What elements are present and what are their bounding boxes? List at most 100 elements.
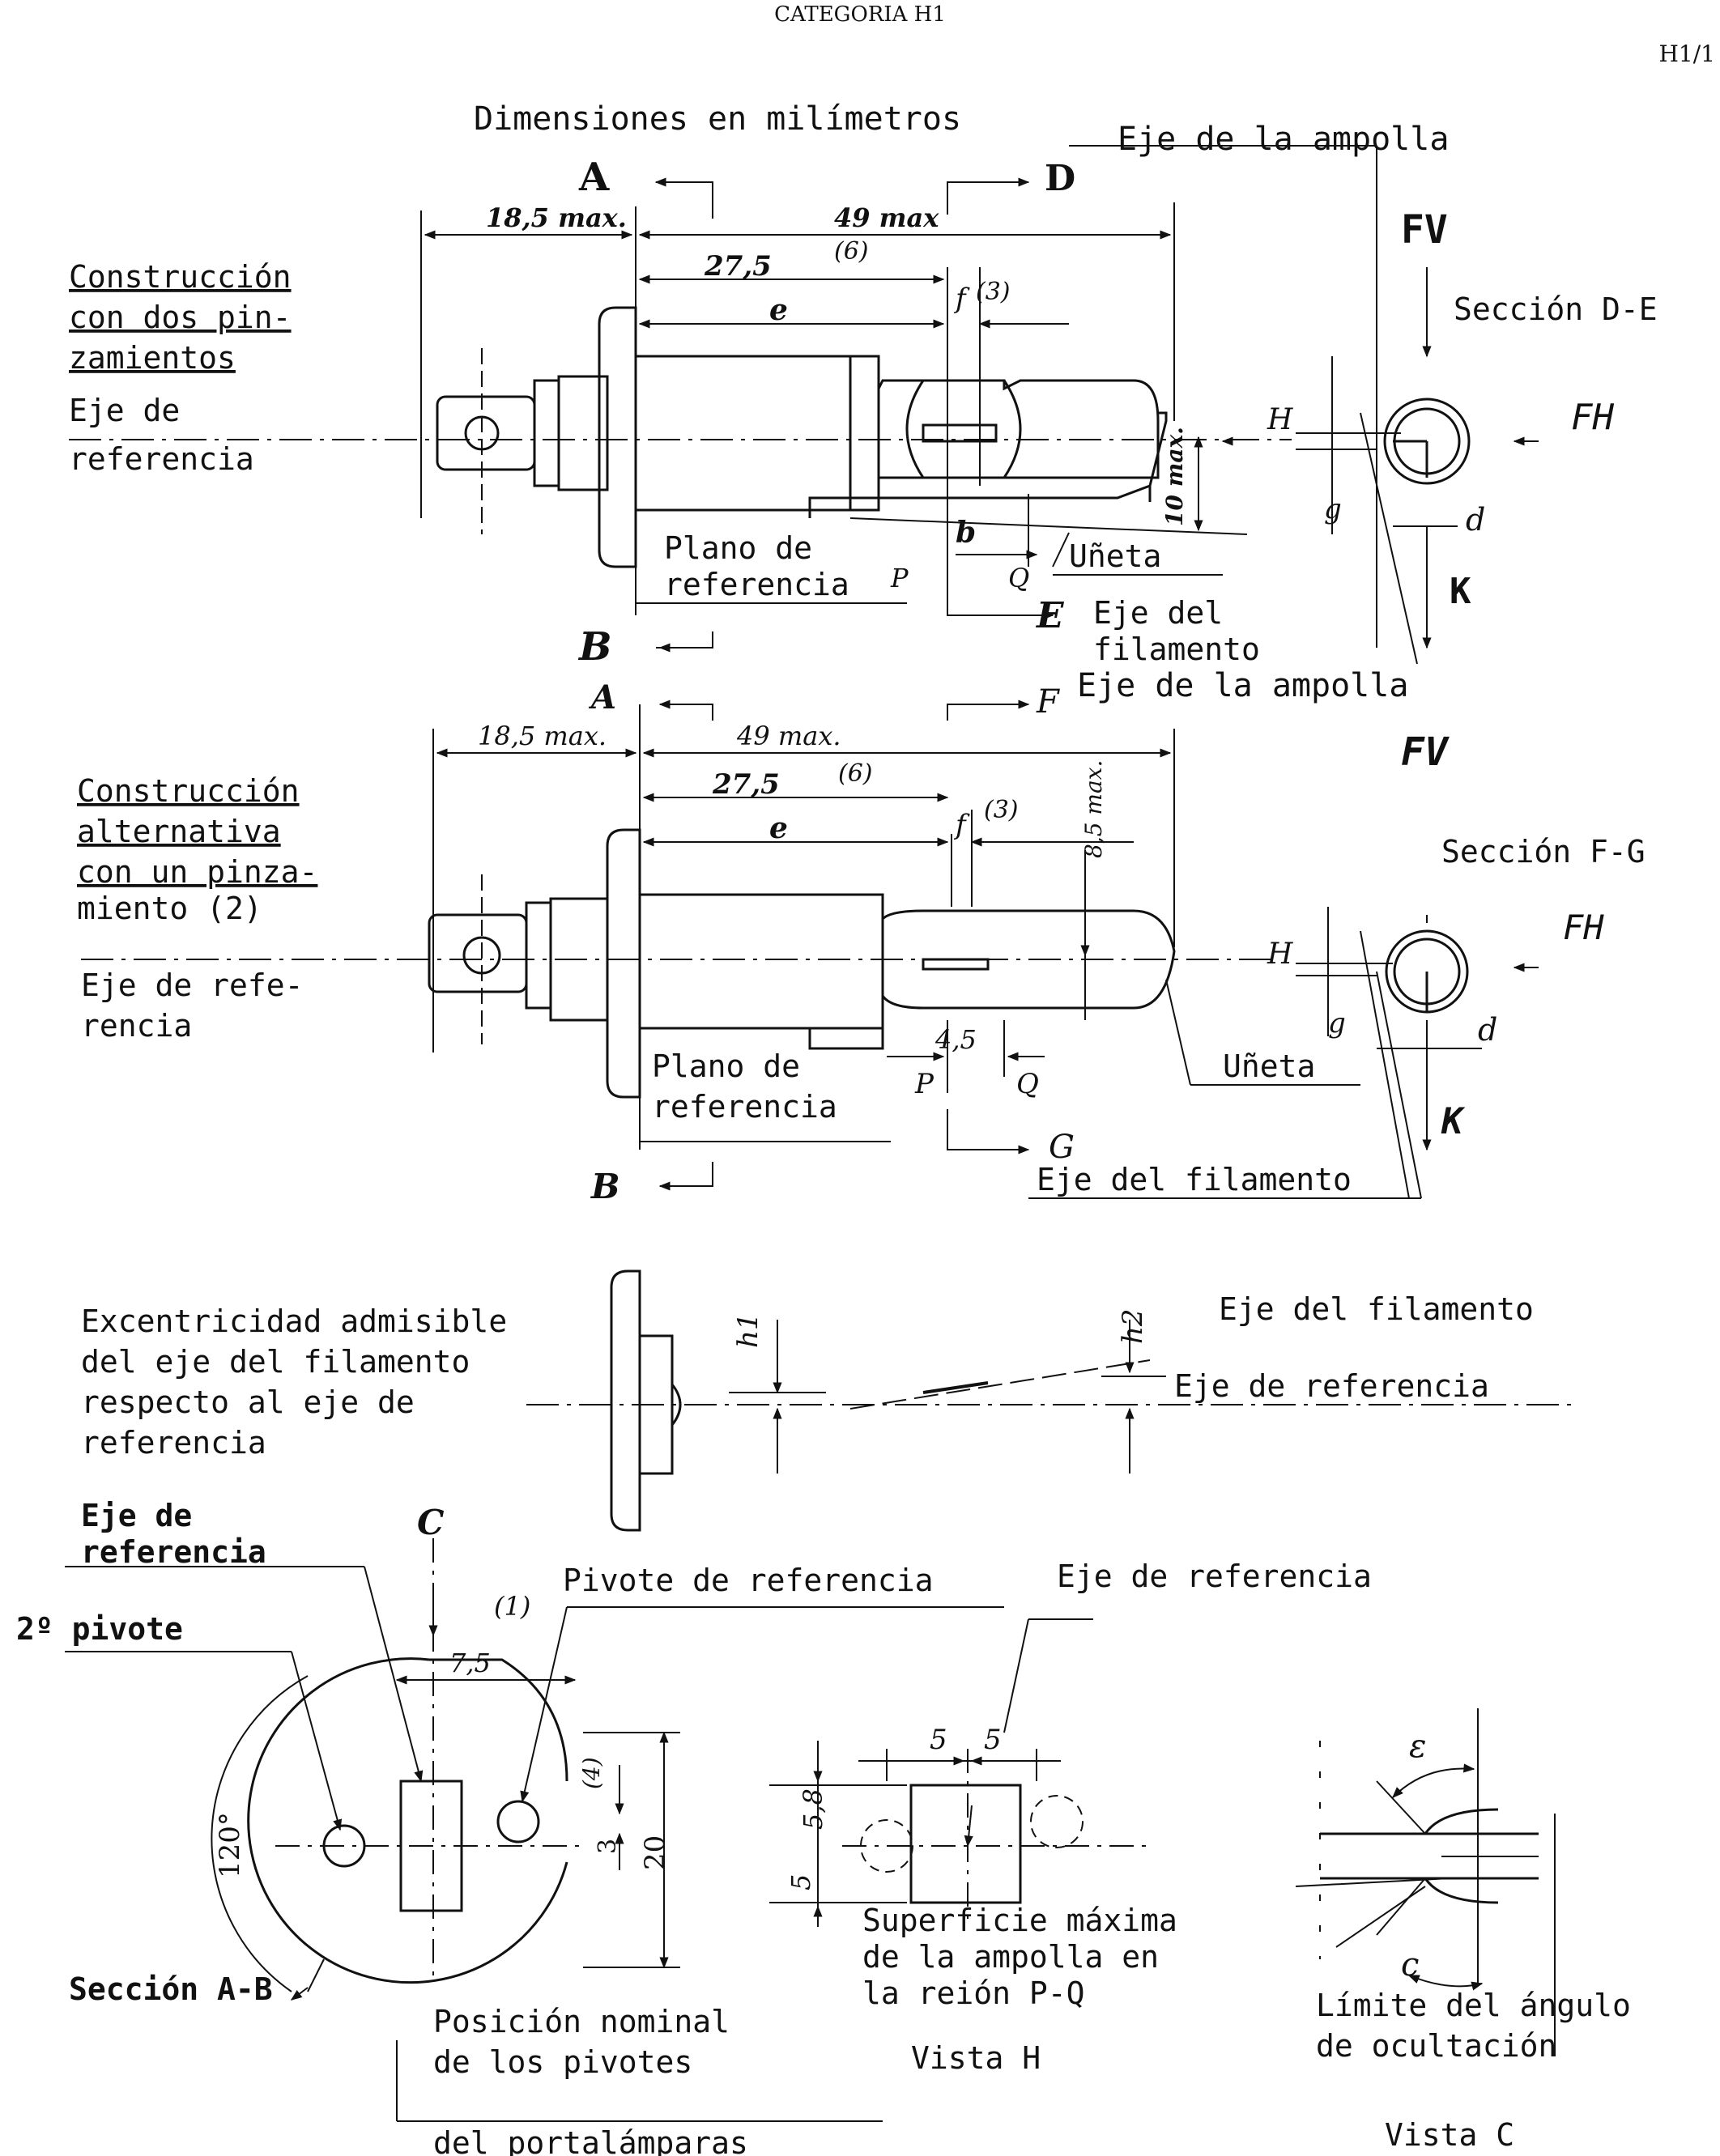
mid-dim-49: 49 max. bbox=[736, 721, 841, 751]
ab-note1: (1) bbox=[494, 1591, 530, 1622]
top-A: A bbox=[578, 155, 610, 200]
top-q: Q bbox=[1008, 563, 1029, 593]
top-H: H bbox=[1267, 403, 1293, 436]
vc-limite-2: de ocultación bbox=[1316, 2028, 1556, 2064]
top-note3: (3) bbox=[976, 278, 1011, 306]
exc-label-2: del eje del filamento bbox=[81, 1344, 470, 1380]
top-dim-b: b bbox=[956, 516, 976, 550]
mid-plano-1: Plano de bbox=[652, 1048, 800, 1084]
vh-sup-2: de la ampolla en bbox=[862, 1939, 1159, 1975]
section-ab-drawing bbox=[65, 1538, 1004, 2122]
mid-note3: (3) bbox=[984, 796, 1019, 824]
mid-dim-27: 27,5 bbox=[712, 768, 780, 801]
mid-G: G bbox=[1049, 1129, 1075, 1166]
top-eje-ref-1: Eje de bbox=[69, 393, 180, 428]
ab-nominal-1: Posición nominal bbox=[433, 2004, 730, 2039]
mid-eje-ref-2: rencia bbox=[81, 1008, 192, 1044]
top-g: g bbox=[1324, 493, 1342, 525]
ab-C: C bbox=[417, 1503, 445, 1542]
vista-c-drawing bbox=[1295, 1708, 1556, 2056]
exc-label-3: respecto al eje de bbox=[81, 1384, 415, 1420]
excentricity-drawing bbox=[526, 1269, 1571, 1532]
vista-c-labels: ε c Límite del ángulo de ocultación Vist… bbox=[1316, 1728, 1631, 2153]
mid-label-line3: con un pinza- bbox=[77, 854, 317, 890]
top-eje-fil-1: Eje del bbox=[1093, 595, 1223, 631]
vh-dim-5a: 5 bbox=[930, 1724, 947, 1756]
top-dim-f: f bbox=[953, 283, 970, 315]
page-title: Dimensiones en milímetros bbox=[474, 100, 961, 138]
mid-FV: FV bbox=[1401, 729, 1450, 775]
vh-dim-5b: 5 bbox=[984, 1724, 1002, 1756]
top-B: B bbox=[577, 624, 612, 670]
section-de-view bbox=[1221, 267, 1539, 665]
ab-eje-ref-2: referencia bbox=[81, 1534, 266, 1570]
mid-p: P bbox=[914, 1068, 935, 1100]
sheet-number: H1/1 bbox=[1659, 40, 1715, 67]
middle-axes bbox=[81, 700, 1422, 1199]
top-eje-ampolla: Eje de la ampolla bbox=[1118, 121, 1449, 158]
mid-g: g bbox=[1328, 1007, 1346, 1040]
exc-h2: h2 bbox=[1117, 1308, 1149, 1344]
vh-eje-ref: Eje de referencia bbox=[1057, 1559, 1372, 1594]
mid-K: K bbox=[1441, 1101, 1466, 1142]
exc-label-4: referencia bbox=[81, 1425, 266, 1461]
mid-plano-2: referencia bbox=[652, 1089, 837, 1125]
section-ab-labels: Eje de referencia C Pivote de referencia… bbox=[16, 1498, 934, 2156]
ab-nominal-3: del portalámparas bbox=[433, 2125, 748, 2156]
exc-h1: h1 bbox=[732, 1312, 764, 1348]
mid-dim-18: 18,5 max. bbox=[478, 721, 607, 751]
top-eje-ref-2: referencia bbox=[69, 441, 254, 477]
top-plano-1: Plano de bbox=[664, 530, 812, 566]
mid-dim-f: f bbox=[953, 809, 970, 841]
mid-FH: FH bbox=[1563, 908, 1604, 947]
mid-F: F bbox=[1036, 683, 1060, 721]
vh-title: Vista H bbox=[911, 2040, 1041, 2076]
middle-drawing bbox=[428, 828, 1176, 1099]
exc-eje-fil: Eje del filamento bbox=[1219, 1291, 1534, 1327]
top-section-label: Sección D-E bbox=[1454, 291, 1658, 327]
mid-label-line4: miento (2) bbox=[77, 891, 262, 926]
top-E: E bbox=[1035, 595, 1065, 636]
top-label-line2: con dos pin- bbox=[69, 300, 292, 335]
top-K: K bbox=[1450, 571, 1471, 612]
top-dim-49: 49 max bbox=[834, 202, 939, 233]
top-dim-27: 27,5 bbox=[704, 250, 772, 283]
vh-dim-58: 5,8 bbox=[798, 1788, 828, 1830]
mid-uneta: Uñeta bbox=[1223, 1048, 1315, 1084]
mid-note6: (6) bbox=[838, 759, 873, 788]
mid-dim-e: e bbox=[769, 811, 788, 845]
top-labels: Construcción con dos pin- zamientos Eje … bbox=[69, 121, 1658, 670]
mid-q: Q bbox=[1016, 1068, 1039, 1100]
top-label-line3: zamientos bbox=[69, 340, 236, 376]
vh-sup-1: Superficie máxima bbox=[862, 1903, 1177, 1938]
mid-label-line2: alternativa bbox=[77, 814, 281, 849]
top-dim-18: 18,5 max. bbox=[486, 202, 627, 233]
vista-h-labels: Eje de referencia 5 5 5,8 5 Superficie m… bbox=[785, 1559, 1372, 2076]
ab-note4: (4) bbox=[578, 1757, 605, 1789]
section-fg-view bbox=[1296, 907, 1539, 1199]
top-drawing bbox=[436, 306, 1168, 568]
vh-sup-3: la reión P-Q bbox=[862, 1975, 1085, 2011]
top-label-line1: Construcción bbox=[69, 259, 292, 295]
ab-dim-3: 3 bbox=[594, 1839, 622, 1854]
top-dim-e: e bbox=[769, 293, 788, 327]
ab-section-label: Sección A-B bbox=[69, 1971, 273, 2007]
ab-dim-20: 20 bbox=[639, 1835, 671, 1870]
ab-eje-ref-1: Eje de bbox=[81, 1498, 192, 1533]
top-axes bbox=[69, 145, 1377, 653]
top-uneta: Uñeta bbox=[1069, 538, 1161, 574]
middle-labels: Construcción alternativa con un pinza- m… bbox=[77, 667, 1645, 1206]
mid-dim-45: 4,5 bbox=[935, 1024, 977, 1055]
ab-pivote2: 2º pivote bbox=[16, 1611, 183, 1647]
mid-d: d bbox=[1478, 1012, 1497, 1048]
category-header: CATEGORIA H1 bbox=[774, 2, 946, 27]
exc-eje-ref: Eje de referencia bbox=[1174, 1368, 1489, 1404]
mid-A: A bbox=[588, 678, 616, 717]
top-dim-10: 10 max. bbox=[1161, 427, 1188, 526]
vista-h-drawing bbox=[769, 1618, 1150, 1927]
vc-title: Vista C bbox=[1385, 2117, 1514, 2153]
mid-eje-ampolla: Eje de la ampolla bbox=[1077, 667, 1408, 704]
vh-dim-5c: 5 bbox=[785, 1874, 816, 1890]
mid-eje-fil: Eje del filamento bbox=[1037, 1162, 1352, 1197]
